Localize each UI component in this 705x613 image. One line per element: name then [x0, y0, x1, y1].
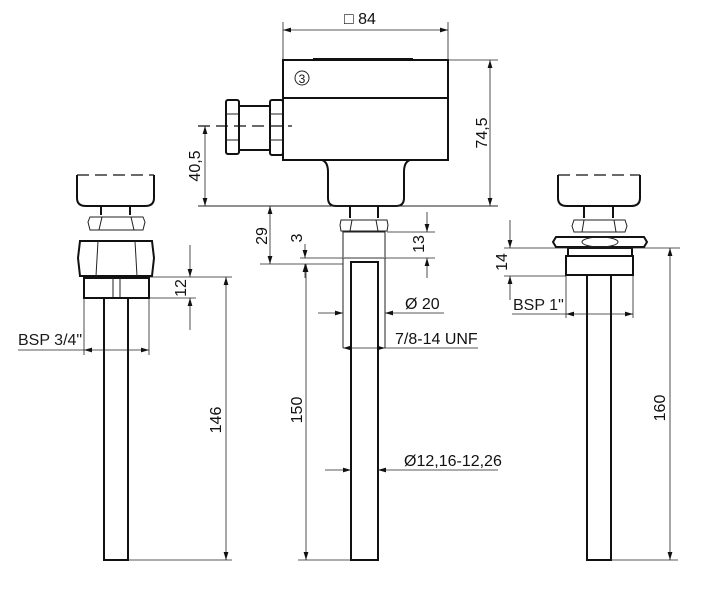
dim-tube-diameter: Ø12,16-12,26 — [404, 453, 502, 470]
dim-height-74-5: 74,5 — [474, 117, 491, 148]
housing — [282, 59, 449, 161]
right-probe-tube — [586, 274, 612, 561]
dim-thread-unf: 7/8-14 UNF — [395, 331, 478, 348]
right-housing-stub — [557, 175, 641, 207]
left-hex-nut — [76, 240, 156, 277]
dim-146: 146 — [208, 407, 225, 434]
left-upper-nut — [87, 216, 146, 231]
center-probe-tube — [350, 261, 379, 561]
left-housing-stub — [76, 175, 155, 207]
dim-diameter-20: Ø 20 — [405, 296, 440, 313]
right-thread — [565, 255, 634, 276]
right-view: 14 160 BSP 1" — [494, 174, 680, 561]
fitting-nut — [339, 219, 389, 232]
fitting-thread — [342, 231, 386, 259]
dim-bsp-1: BSP 1" — [513, 297, 564, 314]
dim-160: 160 — [652, 395, 669, 422]
left-thread — [83, 277, 150, 299]
left-probe-tube — [103, 297, 129, 561]
dim-150: 150 — [289, 397, 306, 424]
dim-3: 3 — [289, 233, 306, 242]
left-view: 12 146 BSP 3/4" — [18, 174, 232, 561]
cable-gland — [225, 99, 284, 156]
center-view: 3 □ 84 74,5 40,5 29 — [187, 11, 502, 561]
right-flange-nut — [551, 236, 649, 248]
marker-label: 3 — [299, 72, 306, 86]
dim-12: 12 — [173, 279, 190, 297]
dim-40-5: 40,5 — [187, 150, 204, 181]
dim-14: 14 — [494, 253, 511, 271]
dim-bsp-3-4: BSP 3/4" — [18, 332, 82, 349]
marker-circle — [294, 70, 310, 86]
right-upper-nut — [571, 219, 628, 233]
dim-width-84: □ 84 — [344, 11, 376, 28]
dim-13: 13 — [411, 235, 428, 253]
neck — [321, 159, 411, 207]
dim-29: 29 — [254, 227, 271, 245]
